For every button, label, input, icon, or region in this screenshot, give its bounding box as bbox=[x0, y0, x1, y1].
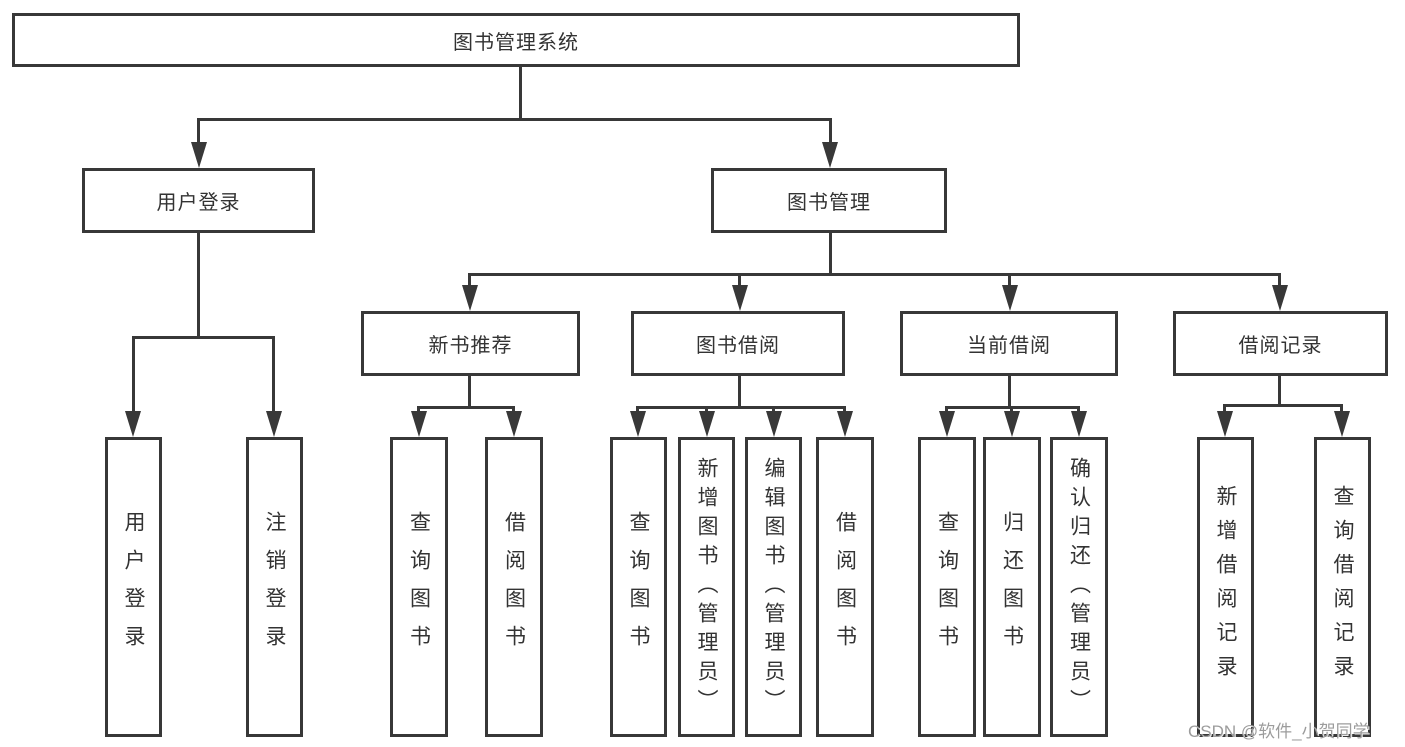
connector-stub bbox=[636, 406, 639, 415]
node-user-login: 用户登录 bbox=[82, 168, 315, 233]
connector-stub bbox=[417, 406, 420, 415]
connector-stub bbox=[1010, 406, 1013, 415]
arrowhead-down-icon bbox=[1272, 285, 1288, 311]
connector-borrowing-bus bbox=[636, 406, 846, 409]
connector-stub bbox=[512, 406, 515, 415]
node-label: 图书管理 bbox=[787, 192, 871, 214]
leaf-add-books-admin: 新增图书（管理员） bbox=[678, 437, 735, 737]
arrowhead-down-icon bbox=[191, 142, 207, 168]
connector-recommend-stem bbox=[468, 376, 471, 409]
connector-stub bbox=[1077, 406, 1080, 415]
node-label: 图书借阅 bbox=[696, 335, 780, 357]
connector-root-stem bbox=[519, 67, 522, 120]
node-label: 新书推荐 bbox=[428, 335, 513, 357]
leaf-label: 新增图书（管理员） bbox=[695, 456, 718, 718]
connector-stub bbox=[843, 406, 846, 415]
arrowhead-down-icon bbox=[506, 411, 522, 437]
node-new-book-recommend: 新书推荐 bbox=[361, 311, 580, 376]
leaf-query-books-current: 查询图书 bbox=[918, 437, 976, 737]
arrowhead-down-icon bbox=[125, 411, 141, 437]
connector-stub bbox=[772, 406, 775, 415]
leaf-confirm-return-admin: 确认归还（管理员） bbox=[1050, 437, 1108, 737]
watermark-text: CSDN @软件_小贺同学 bbox=[1188, 722, 1370, 741]
node-book-management: 图书管理 bbox=[711, 168, 947, 233]
arrowhead-down-icon bbox=[1334, 411, 1350, 437]
arrowhead-down-icon bbox=[1217, 411, 1233, 437]
connector-borrowing-stem bbox=[738, 376, 741, 409]
leaf-add-borrow-record: 新增借阅记录 bbox=[1197, 437, 1254, 737]
connector-login-bus bbox=[132, 336, 275, 339]
arrowhead-down-icon bbox=[1071, 411, 1087, 437]
connector-level2-bus bbox=[198, 118, 832, 121]
leaf-user-login: 用户登录 bbox=[105, 437, 162, 737]
arrowhead-down-icon bbox=[732, 285, 748, 311]
connector-stub bbox=[197, 118, 200, 145]
connector-records-bus bbox=[1223, 404, 1343, 407]
leaf-label: 确认归还（管理员） bbox=[1067, 456, 1091, 718]
connector-stub bbox=[945, 406, 948, 415]
connector-records-stem bbox=[1278, 374, 1281, 407]
connector-current-stem bbox=[1008, 376, 1011, 409]
leaf-borrow-books-recommend: 借阅图书 bbox=[485, 437, 543, 737]
arrowhead-down-icon bbox=[411, 411, 427, 437]
leaf-label: 借阅图书 bbox=[833, 511, 857, 663]
leaf-label: 借阅图书 bbox=[502, 511, 526, 663]
leaf-label: 编辑图书（管理员） bbox=[762, 456, 785, 718]
leaf-label: 注销登录 bbox=[263, 511, 286, 663]
connector-stub bbox=[829, 118, 832, 145]
leaf-query-books-recommend: 查询图书 bbox=[390, 437, 448, 737]
connector-stub bbox=[468, 273, 471, 288]
leaf-label: 用户登录 bbox=[122, 511, 145, 663]
leaf-label: 查询图书 bbox=[627, 511, 650, 663]
arrowhead-down-icon bbox=[699, 411, 715, 437]
connector-user-login-stem bbox=[197, 233, 200, 339]
connector-recommend-bus bbox=[417, 406, 515, 409]
leaf-edit-books-admin: 编辑图书（管理员） bbox=[745, 437, 802, 737]
connector-stub bbox=[132, 336, 135, 413]
leaf-borrow-books-borrowing: 借阅图书 bbox=[816, 437, 874, 737]
connector-stub bbox=[1278, 273, 1281, 288]
connector-stub bbox=[272, 336, 275, 413]
connector-stub bbox=[1340, 404, 1343, 415]
leaf-label: 查询图书 bbox=[407, 511, 431, 663]
leaf-label: 新增借阅记录 bbox=[1214, 485, 1237, 689]
leaf-label: 归还图书 bbox=[1000, 511, 1024, 663]
arrowhead-down-icon bbox=[822, 142, 838, 168]
node-label: 图书管理系统 bbox=[453, 31, 579, 54]
node-current-borrowing: 当前借阅 bbox=[900, 311, 1118, 376]
connector-stub bbox=[1223, 404, 1226, 415]
leaf-logout: 注销登录 bbox=[246, 437, 303, 737]
arrowhead-down-icon bbox=[939, 411, 955, 437]
node-library-management-system: 图书管理系统 bbox=[12, 13, 1020, 67]
leaf-label: 查询图书 bbox=[935, 511, 959, 663]
connector-current-bus bbox=[945, 406, 1080, 409]
leaf-return-books: 归还图书 bbox=[983, 437, 1041, 737]
connector-level3-bus bbox=[468, 273, 1281, 276]
arrowhead-down-icon bbox=[266, 411, 282, 437]
arrowhead-down-icon bbox=[837, 411, 853, 437]
leaf-query-borrow-record: 查询借阅记录 bbox=[1314, 437, 1371, 737]
connector-stub bbox=[705, 406, 708, 415]
leaf-query-books-borrowing: 查询图书 bbox=[610, 437, 667, 737]
node-label: 用户登录 bbox=[156, 192, 241, 214]
arrowhead-down-icon bbox=[766, 411, 782, 437]
node-borrowing-records: 借阅记录 bbox=[1173, 311, 1388, 376]
connector-book-mgmt-stem bbox=[829, 233, 832, 276]
arrowhead-down-icon bbox=[462, 285, 478, 311]
arrowhead-down-icon bbox=[1004, 411, 1020, 437]
node-book-borrowing: 图书借阅 bbox=[631, 311, 845, 376]
node-label: 借阅记录 bbox=[1238, 335, 1323, 357]
connector-stub bbox=[1008, 273, 1011, 288]
arrowhead-down-icon bbox=[1002, 285, 1018, 311]
node-label: 当前借阅 bbox=[967, 335, 1051, 357]
arrowhead-down-icon bbox=[630, 411, 646, 437]
connector-stub bbox=[738, 273, 741, 288]
leaf-label: 查询借阅记录 bbox=[1331, 485, 1354, 689]
